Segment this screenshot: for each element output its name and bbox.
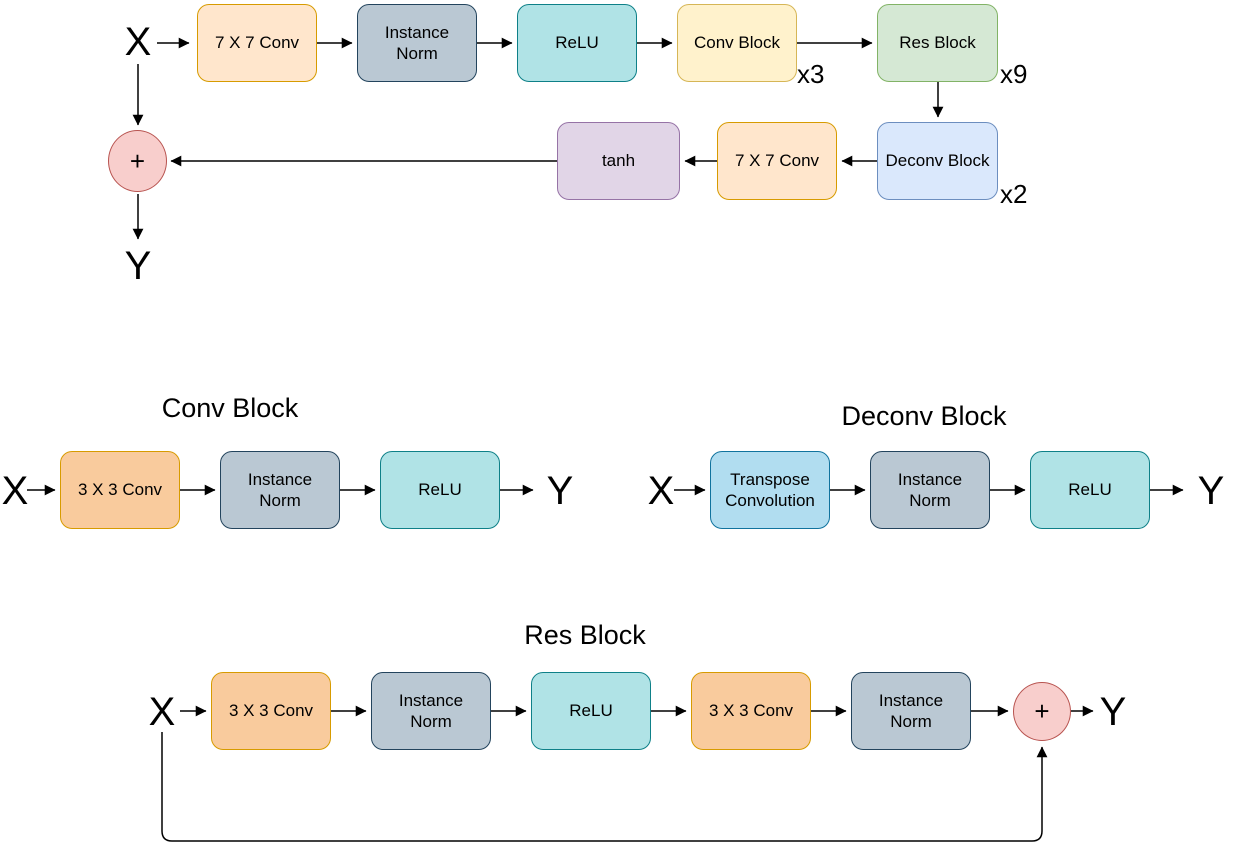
res-block-instance-norm-2: Instance Norm: [851, 672, 971, 750]
block-label: ReLU: [1068, 480, 1112, 500]
generator-output-label: Y: [124, 244, 152, 288]
conv-block-input-label: X: [1, 469, 29, 513]
res-block-section-title: Res Block: [524, 620, 646, 650]
block-label: tanh: [601, 151, 636, 171]
block-label: 7 X 7 Conv: [734, 151, 820, 171]
generator-conv7x7-1-block: 7 X 7 Conv: [197, 4, 317, 82]
conv-block-output-label: Y: [546, 469, 574, 513]
generator-conv7x7-2-block: 7 X 7 Conv: [717, 122, 837, 200]
generator-conv-block: Conv Block: [677, 4, 797, 82]
block-label: Transpose Convolution: [725, 469, 815, 510]
generator-sum-node: +: [108, 130, 167, 192]
block-label: Deconv Block: [885, 151, 990, 171]
deconv-block-section-title: Deconv Block: [841, 401, 1007, 431]
conv-block-relu: ReLU: [380, 451, 500, 529]
deconv-block-relu: ReLU: [1030, 451, 1150, 529]
generator-tanh-block: tanh: [557, 122, 680, 200]
res-block-conv3x3-1: 3 X 3 Conv: [211, 672, 331, 750]
block-label: Instance Norm: [398, 690, 464, 731]
res-block-output-label: Y: [1099, 690, 1127, 734]
res-block-relu: ReLU: [531, 672, 651, 750]
generator-instance-norm-block: Instance Norm: [357, 4, 477, 82]
block-label: ReLU: [418, 480, 462, 500]
block-label: Instance Norm: [384, 22, 450, 63]
generator-input-label: X: [124, 20, 152, 64]
generator-deconv-block: Deconv Block: [877, 122, 998, 200]
conv-block-section-title: Conv Block: [161, 393, 299, 423]
deconv-block-output-label: Y: [1197, 469, 1225, 513]
conv-block-conv3x3: 3 X 3 Conv: [60, 451, 180, 529]
generator-res-block: Res Block: [877, 4, 998, 82]
block-label: Instance Norm: [878, 690, 944, 731]
block-label: Instance Norm: [897, 469, 963, 510]
block-label: Conv Block: [694, 33, 780, 53]
deconv-block-input-label: X: [647, 469, 675, 513]
deconv-block-instance-norm: Instance Norm: [870, 451, 990, 529]
res-block-repeat-label: x9: [1000, 59, 1028, 89]
block-label: ReLU: [555, 33, 599, 53]
block-label: 3 X 3 Conv: [228, 701, 314, 721]
block-label: 7 X 7 Conv: [214, 33, 300, 53]
conv-block-instance-norm: Instance Norm: [220, 451, 340, 529]
block-label: 3 X 3 Conv: [77, 480, 163, 500]
res-block-instance-norm-1: Instance Norm: [371, 672, 491, 750]
block-label: ReLU: [569, 701, 613, 721]
block-label: Res Block: [899, 33, 976, 53]
res-block-sum-node: +: [1013, 682, 1071, 741]
res-block-conv3x3-2: 3 X 3 Conv: [691, 672, 811, 750]
plus-icon: +: [129, 145, 146, 176]
deconv-block-repeat-label: x2: [1000, 179, 1028, 209]
deconv-block-transpose-convolution: Transpose Convolution: [710, 451, 830, 529]
generator-relu-block: ReLU: [517, 4, 637, 82]
block-label: Instance Norm: [247, 469, 313, 510]
plus-icon: +: [1034, 696, 1050, 726]
block-label: 3 X 3 Conv: [708, 701, 794, 721]
conv-block-repeat-label: x3: [797, 59, 825, 89]
res-block-input-label: X: [148, 690, 176, 734]
